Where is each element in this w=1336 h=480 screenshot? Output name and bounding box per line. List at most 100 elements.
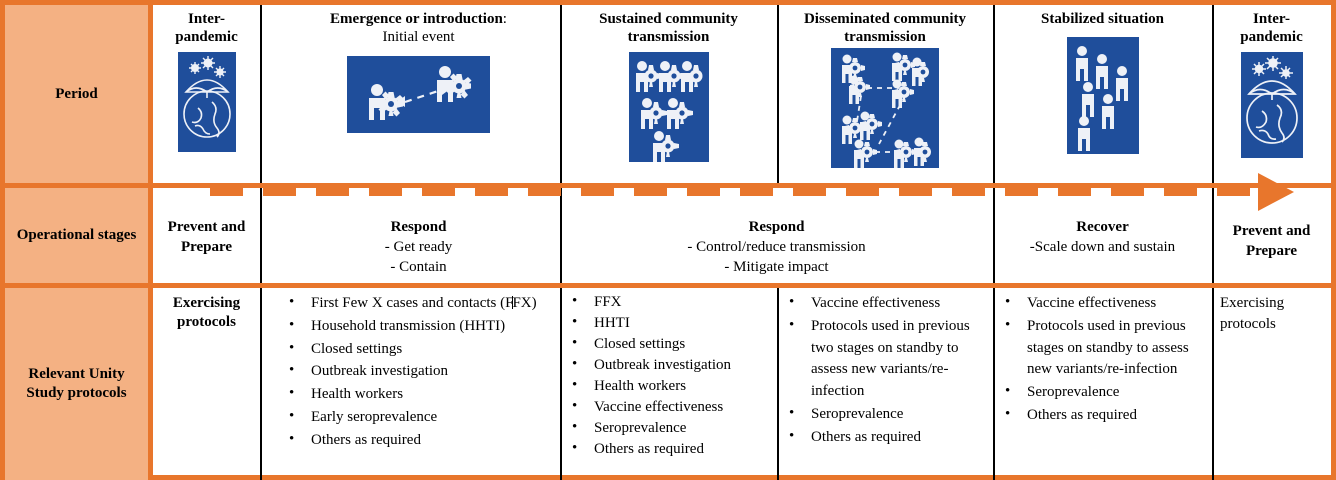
- column-divider: [993, 288, 995, 480]
- protocol-list-5: Vaccine effectiveness Protocols used in …: [993, 288, 1212, 427]
- list-item: Others as required: [281, 429, 556, 452]
- list-item: Protocols used in previous stages on sta…: [997, 315, 1208, 381]
- list-item: Household transmission (HHTI): [281, 315, 556, 338]
- column-divider: [560, 5, 562, 183]
- protocol-list-2: First Few X cases and contacts (FFX) Hou…: [277, 288, 560, 451]
- ops-heading-2: Respond: [390, 219, 447, 235]
- column-divider: [1212, 288, 1214, 480]
- two-people-transmission-icon: [347, 56, 490, 133]
- column-divider: [260, 288, 262, 480]
- protocol-cell-4: Vaccine effectiveness Protocols used in …: [777, 288, 993, 480]
- ops-text-4: Recover -Scale down and sustain: [993, 218, 1212, 258]
- column-divider: [777, 288, 779, 480]
- protocol-list-4: Vaccine effectiveness Protocols used in …: [777, 288, 993, 448]
- list-item: Seroprevalence: [781, 403, 989, 426]
- ops-line: - Mitigate impact: [724, 258, 829, 275]
- ops-text-3: Respond - Control/reduce transmission - …: [560, 218, 993, 277]
- list-item: First Few X cases and contacts (FFX): [281, 292, 556, 315]
- list-item: Others as required: [781, 426, 989, 449]
- list-item: Closed settings: [281, 338, 556, 361]
- ops-line: - Control/reduce transmission: [687, 238, 866, 255]
- row-header-operational-stages: Operational stages: [5, 188, 148, 283]
- ops-heading-3: Respond: [748, 219, 805, 235]
- list-item: HHTI: [564, 313, 773, 334]
- list-item: Vaccine effectiveness: [781, 292, 989, 315]
- column-divider: [260, 5, 262, 183]
- ops-line: - Contain: [390, 258, 447, 275]
- period-cell-5: Stabilized situation: [993, 5, 1212, 183]
- period-subtitle-2: Initial event: [382, 29, 455, 45]
- progression-dashed-line: [210, 187, 1260, 196]
- period-cell-1: Inter-pandemic: [153, 5, 260, 183]
- umbrella-globe-virus-icon: [177, 52, 236, 152]
- column-divider: [560, 188, 562, 283]
- protocol-cell-2: First Few X cases and contacts (FFX) Hou…: [277, 288, 560, 480]
- period-row: Period Inter-pandemic: [5, 5, 1331, 183]
- list-item: Protocols used in previous two stages on…: [781, 315, 989, 403]
- ops-cell-2: Respond - Get ready - Contain: [277, 188, 560, 283]
- ops-line: -Scale down and sustain: [1029, 238, 1176, 255]
- list-item: Outbreak investigation: [281, 360, 556, 383]
- list-item: Closed settings: [564, 334, 773, 355]
- ops-cell-3: Respond - Control/reduce transmission - …: [560, 188, 993, 283]
- list-item: Health workers: [564, 376, 773, 397]
- column-divider: [1212, 188, 1214, 283]
- six-infected-people-icon: [628, 52, 709, 162]
- period-cell-6: Inter-pandemic: [1212, 5, 1331, 183]
- ops-cell-4: Recover -Scale down and sustain: [993, 188, 1212, 283]
- column-divider: [1212, 5, 1214, 183]
- column-divider: [260, 188, 262, 283]
- list-item: Others as required: [564, 439, 773, 460]
- protocol-cell-5: Vaccine effectiveness Protocols used in …: [993, 288, 1212, 480]
- row-separator-1: [5, 183, 1331, 188]
- six-healthy-people-icon: [1066, 37, 1139, 154]
- ops-heading-4: Recover: [1076, 219, 1129, 235]
- list-item: Vaccine effectiveness: [997, 292, 1208, 315]
- list-item: Seroprevalence: [564, 418, 773, 439]
- progression-arrow-head: [1258, 173, 1294, 211]
- column-divider: [560, 288, 562, 480]
- list-item: Seroprevalence: [997, 381, 1208, 404]
- period-title-2: Emergence or introduction:: [330, 11, 507, 27]
- text-cursor: [512, 296, 514, 309]
- list-item: FFX: [564, 292, 773, 313]
- row-separator-2: [5, 283, 1331, 288]
- protocol-cell-3: FFX HHTI Closed settings Outbreak invest…: [560, 288, 777, 480]
- row-header-period: Period: [5, 5, 148, 183]
- period-title-6: Inter-pandemic: [1240, 11, 1303, 45]
- period-title-5: Stabilized situation: [1041, 11, 1164, 27]
- list-item: Outbreak investigation: [564, 355, 773, 376]
- period-title-1: Inter-pandemic: [175, 11, 238, 45]
- umbrella-globe-virus-icon: [1240, 52, 1303, 158]
- column-divider: [777, 5, 779, 183]
- column-divider: [993, 188, 995, 283]
- ops-line: - Get ready: [384, 238, 453, 255]
- list-item: Early seroprevalence: [281, 406, 556, 429]
- network-infected-people-icon: [831, 48, 939, 168]
- period-cell-2: Emergence or introduction: Initial event: [277, 5, 560, 183]
- header-column-separator: [148, 5, 153, 475]
- column-divider: [993, 5, 995, 183]
- ops-text-2: Respond - Get ready - Contain: [277, 218, 560, 277]
- list-item: Others as required: [997, 404, 1208, 427]
- list-item: Vaccine effectiveness: [564, 397, 773, 418]
